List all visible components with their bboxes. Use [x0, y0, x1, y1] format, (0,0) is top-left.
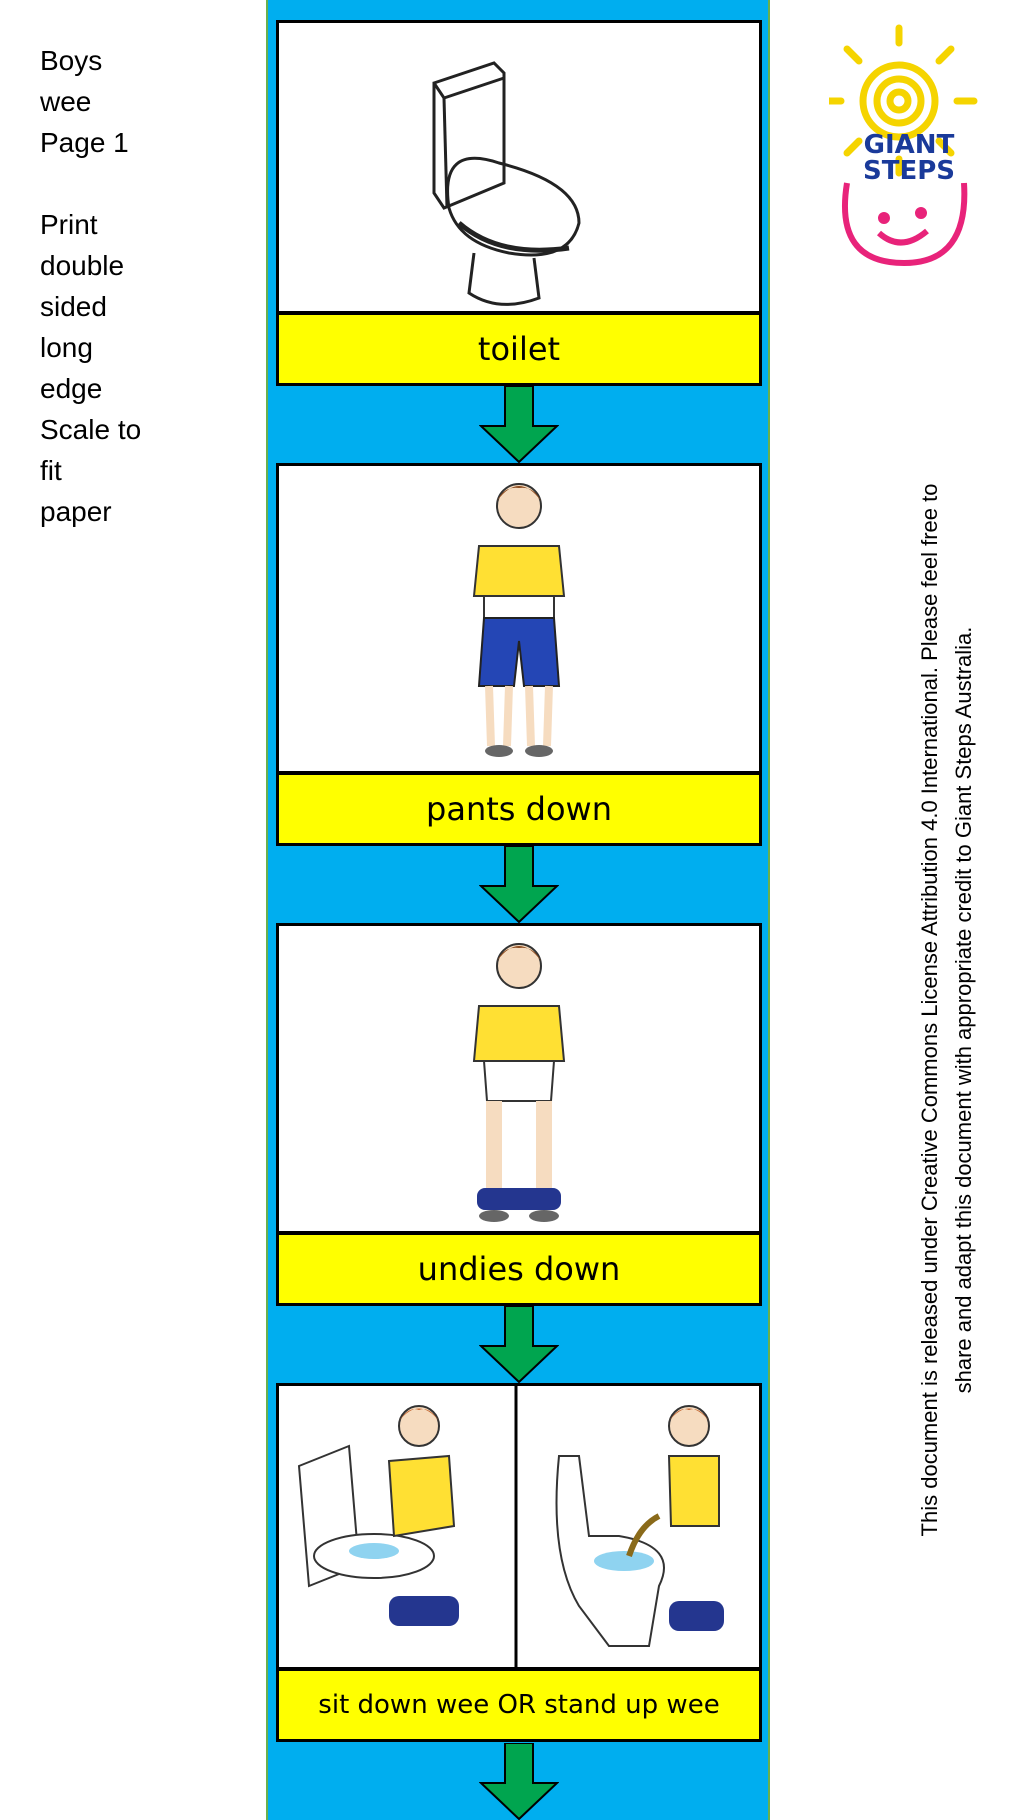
step-label-undies-down: undies down [276, 1232, 762, 1306]
license-line-2: share and adapt this document with appro… [951, 626, 976, 1394]
note-line: long [40, 332, 93, 363]
license-line-1: This document is released under Creative… [917, 483, 942, 1537]
down-arrow-icon [479, 1306, 559, 1383]
pants-down-picture [276, 463, 762, 774]
svg-text:GIANT: GIANT [864, 130, 955, 160]
down-arrow-icon [479, 386, 559, 463]
note-line: paper [40, 496, 112, 527]
down-arrow-icon [479, 846, 559, 923]
print-instructions: Boys wee Page 1 Print double sided long … [40, 40, 141, 532]
step-label-toilet: toilet [276, 312, 762, 386]
undies-down-picture [276, 923, 762, 1234]
toilet-icon [432, 61, 581, 306]
step-label-sit-or-stand: sit down wee OR stand up wee [276, 1668, 762, 1742]
stand-up-wee-illustration [555, 1405, 724, 1647]
toilet-picture [276, 20, 762, 314]
note-line: wee [40, 86, 92, 117]
sit-down-wee-illustration [297, 1405, 459, 1626]
note-line: double [40, 250, 125, 281]
note-line: Scale to [40, 414, 142, 445]
note-line: Boys [40, 45, 103, 76]
svg-text:STEPS: STEPS [863, 156, 955, 186]
note-line: edge [40, 373, 103, 404]
boy-pants-down-illustration [472, 483, 566, 757]
note-line: Page 1 [40, 127, 129, 158]
note-line: Print [40, 209, 98, 240]
license-notice: This document is released under Creative… [913, 370, 981, 1650]
sit-stand-illustrations [297, 1386, 724, 1667]
note-line [40, 163, 141, 204]
boy-undies-down-illustration [472, 943, 566, 1222]
step-label-pants-down: pants down [276, 772, 762, 846]
giant-steps-logo: GIANT STEPS [829, 23, 990, 274]
down-arrow-icon [479, 1743, 559, 1820]
sit-or-stand-picture [276, 1383, 762, 1670]
note-line: sided [40, 291, 107, 322]
note-line: fit [40, 455, 62, 486]
